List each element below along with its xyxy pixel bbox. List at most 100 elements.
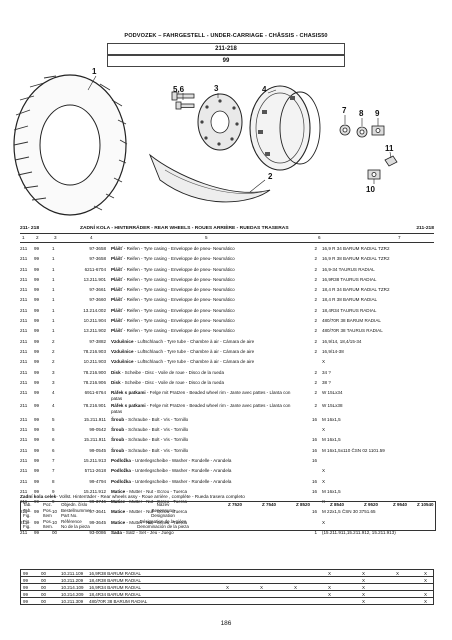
callout-1: 1	[92, 67, 97, 76]
part-description: Plášť - Reifen - Tyre casing - Enveloppe…	[111, 256, 235, 262]
part-description: Plášť - Reifen - Tyre casing - Enveloppe…	[111, 266, 235, 272]
part-item: 5	[52, 427, 55, 433]
part-quantity: 2	[314, 390, 317, 396]
part-item: 2	[52, 348, 55, 354]
part-item: 1	[52, 246, 55, 251]
part-note: X	[322, 427, 326, 433]
part-section: 211	[20, 530, 28, 536]
part-description: Vzdušnice - Luftschlauch - Tyre tube - C…	[111, 359, 255, 365]
part-quantity: 2	[314, 266, 317, 272]
part-page: 99	[34, 390, 40, 396]
part-item: 4	[52, 403, 55, 409]
legend-cell: Fig.	[23, 513, 31, 519]
part-page: 99	[34, 379, 40, 385]
page-number: 186	[220, 620, 232, 627]
part-quantity: 2	[314, 287, 317, 293]
part-number: 13.211.902	[83, 328, 106, 334]
model-header: Z 10540	[417, 502, 434, 507]
legend-cell: Název	[156, 502, 170, 507]
part-page: 99	[34, 297, 40, 303]
part-number: 97-3658	[89, 246, 106, 251]
section-code-right: 211-218	[416, 226, 434, 231]
part-page: 99	[34, 468, 40, 474]
part-section: 211	[20, 348, 28, 354]
assembly-cell: 10.211.209	[61, 577, 84, 583]
legend-cell: Référence	[61, 518, 82, 524]
part-note: 16,9 R 34 BARUM RADIAL TZR2	[322, 246, 390, 251]
part-number: 78.216.900	[83, 369, 106, 375]
model-applicability-mark: X	[328, 591, 332, 597]
assembly-cell: 00	[41, 584, 47, 590]
part-section: 211	[20, 403, 28, 409]
part-note: 18,4R34 TAURUS RADIAL	[322, 307, 377, 313]
part-number: 6911-6764	[84, 390, 106, 396]
model-applicability-mark: X	[424, 591, 428, 597]
callout-2: 2	[268, 172, 273, 181]
section-title: ZADNÍ KOLA - HINTERRÄDER - REAR WHEELS -…	[80, 226, 289, 231]
part-section: 211	[20, 307, 28, 313]
part-note: 480/70R 38 BARUM RADIAL	[322, 318, 381, 324]
part-note: M 16x1,5	[322, 416, 341, 422]
part-section: 211	[20, 437, 28, 443]
part-page: 99	[34, 437, 40, 443]
model-applicability-mark: X	[328, 584, 332, 590]
part-description: Šroub - Schraube - Bolt - Vis - Tornillo	[111, 427, 189, 433]
part-note: X	[322, 519, 326, 525]
part-number: 5711-2618	[84, 468, 106, 474]
column-number: 5	[205, 235, 208, 240]
assembly-cell: 00	[41, 591, 47, 597]
model-applicability-mark: X	[424, 577, 428, 583]
column-number: 4	[90, 235, 93, 240]
part-number: 93-0086	[89, 530, 106, 536]
part-number: 99-4794	[89, 478, 106, 484]
part-description: Matice - Mutter - Nut - Ecrou - Tuerca	[111, 519, 188, 525]
model-applicability-mark: X	[362, 591, 366, 597]
model-applicability-mark: X	[424, 598, 428, 604]
part-page: 99	[34, 276, 40, 282]
part-note: 16,9/14-38	[322, 348, 344, 354]
callout-5-6: 5,6	[173, 85, 185, 94]
part-quantity: 2	[314, 369, 317, 375]
callout-8: 8	[359, 109, 364, 118]
part-page: 99	[34, 338, 40, 344]
legend-cell: Tab.	[23, 507, 32, 513]
part-page: 99	[34, 447, 40, 453]
part-quantity: 16	[311, 509, 317, 515]
part-section: 211	[20, 276, 28, 282]
part-number: 15.211.911	[83, 437, 106, 443]
part-quantity: 2	[314, 338, 317, 344]
model-applicability-mark: X	[362, 598, 366, 604]
part-number: 15.211.912	[83, 488, 106, 494]
legend-cell: Pos.	[43, 518, 53, 524]
assembly-cell: 10.211.109	[61, 570, 84, 576]
model-applicability-mark: X	[328, 570, 332, 576]
legend-cell: Bestellnummer	[61, 507, 92, 513]
tube-illustration	[148, 153, 271, 203]
part-note: 34 ?	[322, 369, 331, 375]
part-number: 6211-6704	[84, 266, 106, 272]
part-page: 99	[34, 478, 40, 484]
model-applicability-mark: X	[294, 584, 298, 590]
part-quantity: 2	[314, 297, 317, 303]
part-section: 211	[20, 379, 28, 385]
rim-illustration	[249, 85, 321, 171]
part-note: X	[322, 468, 326, 474]
part-section: 211	[20, 338, 28, 344]
part-description: Plášť - Reifen - Tyre casing - Enveloppe…	[111, 318, 235, 324]
part-item: 1	[52, 318, 55, 324]
part-note: M 16x1,5	[322, 437, 341, 443]
model-applicability-mark: X	[260, 584, 264, 590]
part-note: 480/70R 38 TAURUS RADIAL	[322, 328, 383, 334]
part-number: 78.216.903	[83, 348, 106, 354]
part-item: 10	[52, 519, 58, 525]
section-code-left: 211- 218	[20, 226, 40, 231]
part-page: 99	[34, 509, 40, 515]
assembly-cell: 99	[23, 577, 29, 583]
legend-cell: Tab.	[23, 502, 32, 507]
